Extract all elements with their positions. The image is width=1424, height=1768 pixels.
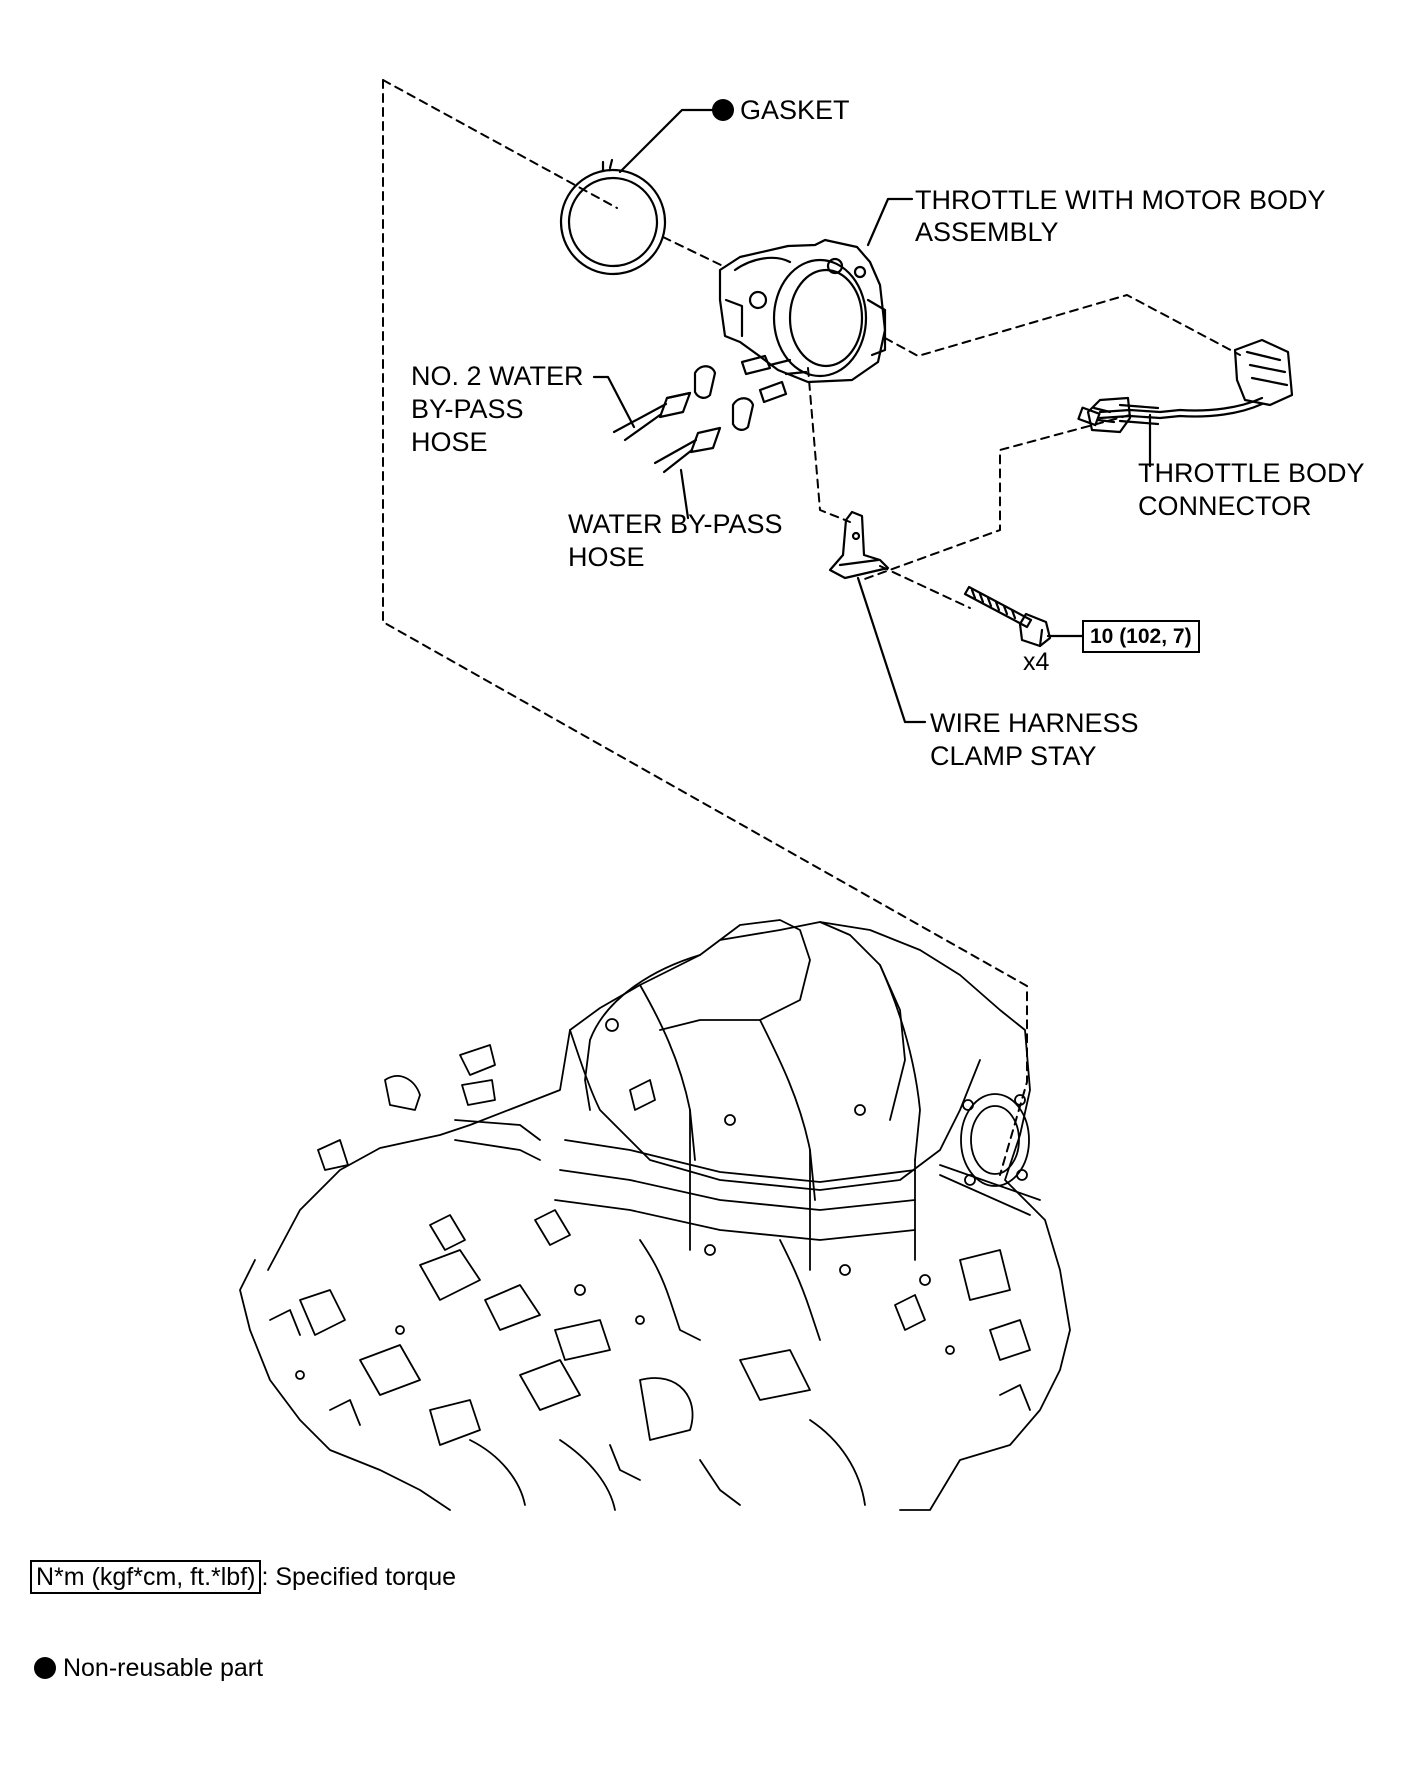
quantity-label: x4 [1023, 648, 1050, 676]
torque-unit-box: N*m (kgf*cm, ft.*lbf) [30, 1560, 262, 1594]
no2-water-bypass-hose-part [658, 391, 692, 419]
hose-clamp-parts [693, 365, 755, 431]
no2-hose-label-line3: HOSE [411, 427, 488, 457]
nonreusable-dot-icon [34, 1657, 56, 1679]
gasket-leader [618, 108, 714, 174]
wire-harness-clamp-stay-part [828, 510, 890, 580]
assembly-guide-lines [382, 79, 1241, 1176]
connector-label-line2: CONNECTOR [1138, 491, 1312, 521]
torque-spec-box: 10 (102, 7) [1082, 620, 1200, 653]
hose-leader-lines [592, 375, 698, 520]
nonreusable-legend: Non-reusable part [34, 1653, 263, 1683]
gasket-label: GASKET [740, 95, 850, 125]
throttle-body-connector-part [1077, 338, 1294, 434]
water-hose-label-line2: HOSE [568, 542, 645, 572]
water-hose-label-line1: WATER BY-PASS [568, 509, 783, 539]
no2-hose-label-line1: NO. 2 WATER [411, 361, 584, 391]
throttle-leader [866, 197, 914, 247]
throttle-assembly-label-line1: THROTTLE WITH MOTOR BODY [915, 185, 1326, 215]
no2-hose-label-line2: BY-PASS [411, 394, 524, 424]
torque-legend-text: : Specified torque [261, 1563, 457, 1591]
engine-intake-manifold-drawing [239, 919, 1071, 1511]
throttle-assembly-label-line2: ASSEMBLY [915, 217, 1059, 247]
torque-legend: N*m (kgf*cm, ft.*lbf): Specified torque [30, 1560, 457, 1594]
nonreusable-dot-icon [712, 99, 734, 121]
clamp-stay-label-line1: WIRE HARNESS [930, 708, 1139, 738]
nonreusable-legend-text: Non-reusable part [62, 1654, 264, 1682]
bolt-part [963, 585, 1052, 648]
clamp-stay-leader [856, 576, 927, 724]
water-bypass-hose-part [689, 426, 722, 454]
connector-label-line1: THROTTLE BODY [1138, 458, 1365, 488]
throttle-body-part [718, 238, 887, 404]
gasket-part [559, 158, 667, 276]
clamp-stay-label-line2: CLAMP STAY [930, 741, 1097, 771]
